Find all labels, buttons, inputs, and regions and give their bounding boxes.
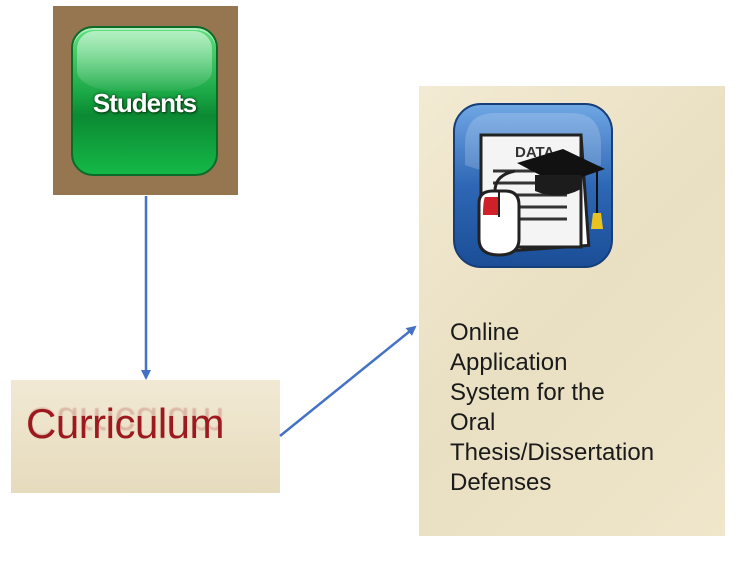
- students-label: Students: [92, 88, 197, 118]
- students-button[interactable]: Students: [71, 26, 218, 176]
- document-mouse-icon: DATA: [465, 113, 605, 257]
- curriculum-label: Curriculum: [26, 400, 225, 447]
- description-line: Oral: [450, 409, 496, 436]
- description-line: Thesis/Dissertation: [450, 439, 655, 466]
- description-line: Application: [450, 349, 568, 376]
- online-application-panel: DATA Online Application System for the O…: [419, 86, 725, 536]
- curriculum-button[interactable]: Curriculum Curriculum: [11, 380, 280, 493]
- application-description[interactable]: Online Application System for the Oral T…: [450, 318, 725, 498]
- button-gloss: [77, 31, 212, 91]
- application-icon[interactable]: DATA: [453, 103, 613, 268]
- description-line: System for the: [450, 379, 605, 406]
- description-line: Defenses: [450, 469, 552, 496]
- arrow-curriculum-to-application: [279, 325, 417, 437]
- description-line: Online: [450, 319, 520, 346]
- students-tile: Students: [53, 6, 238, 195]
